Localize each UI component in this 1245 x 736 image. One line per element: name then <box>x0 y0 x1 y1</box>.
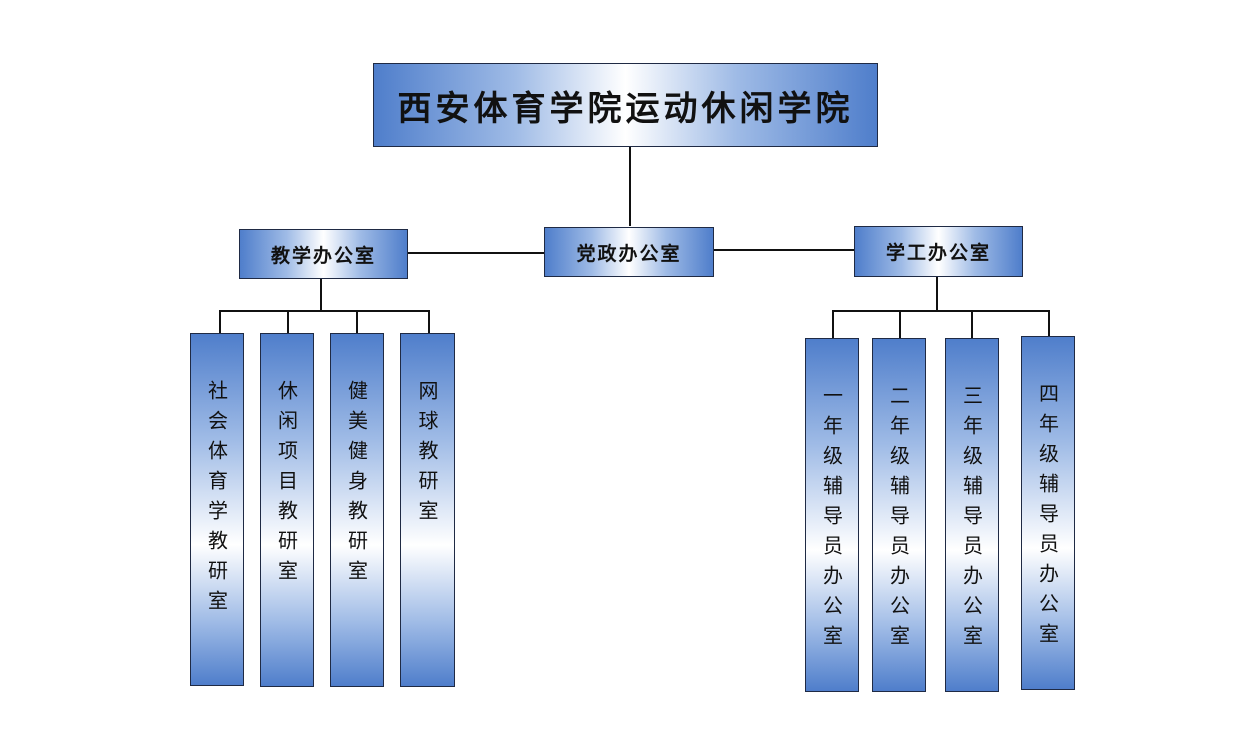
connector-teaching-down <box>320 278 322 311</box>
connector-student-drop-3 <box>971 310 973 338</box>
connector-student-drop-2 <box>899 310 901 338</box>
student-unit-node: 一年级辅导员办公室 <box>805 338 859 692</box>
student-unit-label: 一年级辅导员办公室 <box>819 385 844 655</box>
teaching-office-label: 教学办公室 <box>270 244 376 267</box>
teaching-unit-label: 社会体育学教研室 <box>204 380 229 620</box>
student-unit-node: 二年级辅导员办公室 <box>872 338 926 692</box>
connector-party-to-teaching <box>407 252 545 254</box>
student-unit-node: 三年级辅导员办公室 <box>945 338 999 692</box>
connector-teaching-drop-2 <box>287 310 289 334</box>
root-label: 西安体育学院运动休闲学院 <box>397 88 854 129</box>
teaching-unit-node: 网球教研室 <box>400 333 455 687</box>
connector-teaching-bus <box>219 310 430 312</box>
teaching-unit-node: 健美健身教研室 <box>330 333 384 687</box>
connector-teaching-drop-1 <box>219 310 221 334</box>
student-unit-label: 二年级辅导员办公室 <box>886 385 911 655</box>
connector-student-bus <box>832 310 1050 312</box>
party-office-node: 党政办公室 <box>544 227 714 277</box>
connector-party-to-student <box>713 249 855 251</box>
teaching-office-node: 教学办公室 <box>239 229 408 279</box>
connector-teaching-drop-4 <box>428 310 430 334</box>
student-office-node: 学工办公室 <box>854 226 1023 277</box>
student-unit-label: 四年级辅导员办公室 <box>1035 383 1060 653</box>
student-office-label: 学工办公室 <box>885 242 991 264</box>
connector-root-to-party <box>629 146 631 226</box>
teaching-unit-node: 社会体育学教研室 <box>190 333 244 686</box>
student-unit-node: 四年级辅导员办公室 <box>1021 336 1075 690</box>
teaching-unit-node: 休闲项目教研室 <box>260 333 314 687</box>
root-node: 西安体育学院运动休闲学院 <box>373 63 878 147</box>
party-office-label: 党政办公室 <box>576 242 682 265</box>
connector-student-drop-4 <box>1048 310 1050 337</box>
teaching-unit-label: 休闲项目教研室 <box>274 380 299 590</box>
connector-student-drop-1 <box>832 310 834 338</box>
teaching-unit-label: 网球教研室 <box>415 380 439 530</box>
student-unit-label: 三年级辅导员办公室 <box>959 385 984 655</box>
connector-teaching-drop-3 <box>356 310 358 334</box>
teaching-unit-label: 健美健身教研室 <box>344 380 369 590</box>
connector-student-down <box>936 276 938 311</box>
